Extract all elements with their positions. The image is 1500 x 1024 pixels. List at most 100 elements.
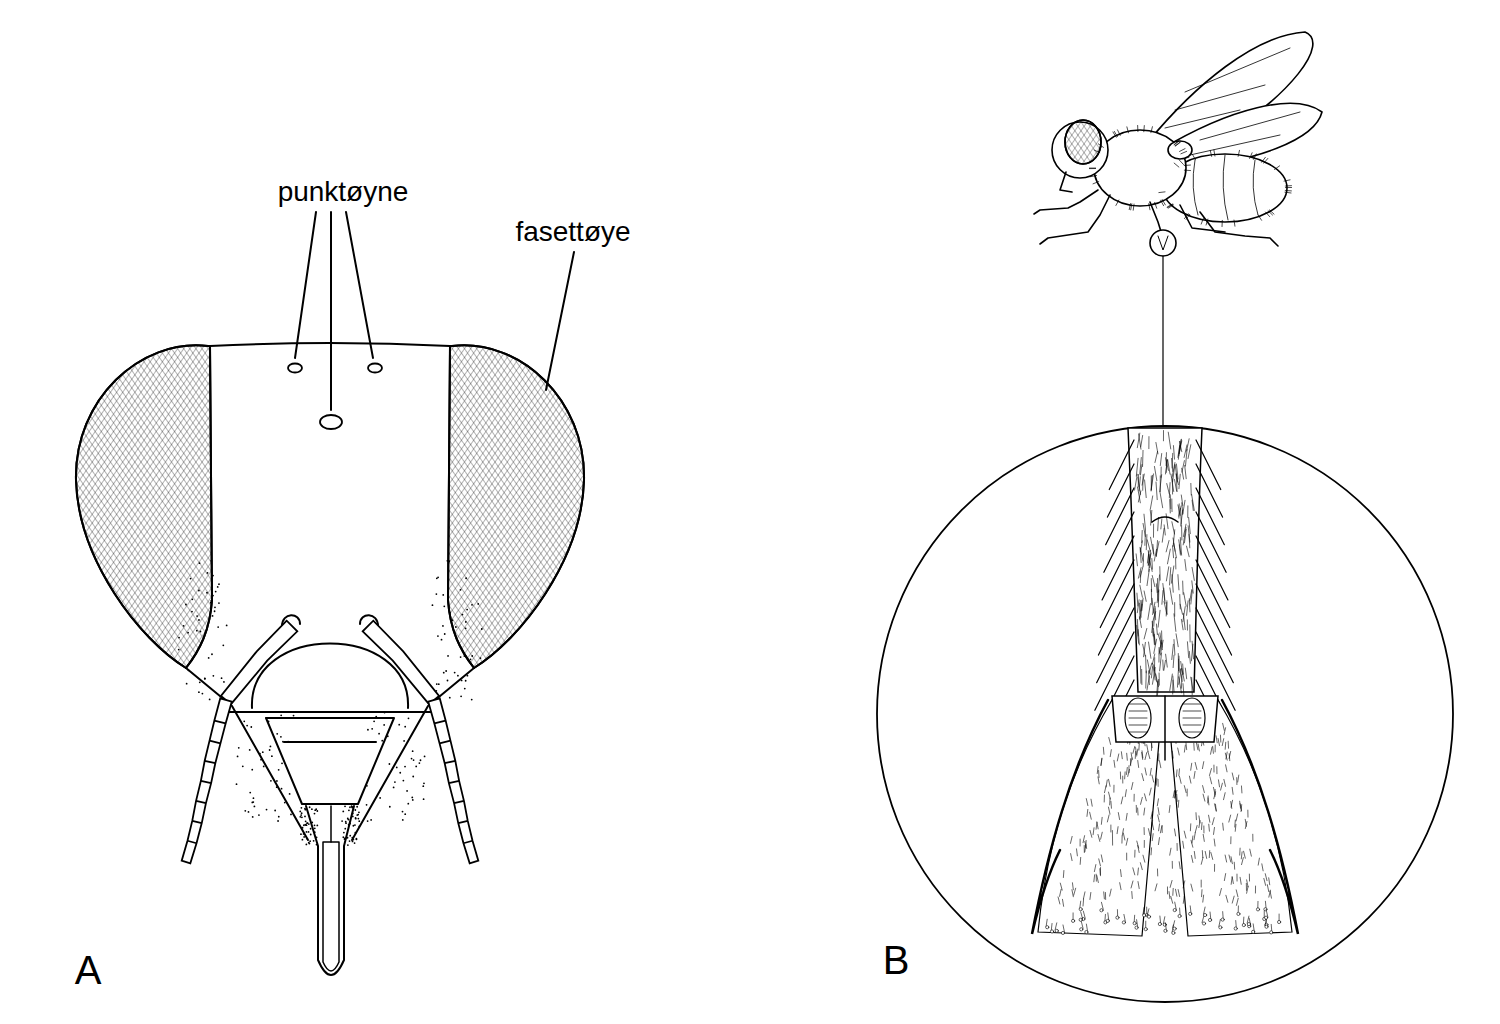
- fly-bristle: [1089, 168, 1096, 169]
- tenent-hair: [1122, 829, 1123, 836]
- antenna-segment: [428, 698, 478, 863]
- tenent-hair: [1137, 749, 1138, 756]
- fly-bristle: [1201, 218, 1204, 225]
- tenent-hair: [1224, 728, 1226, 735]
- panel-letter: A: [75, 950, 102, 990]
- tenent-hair-tip: [1172, 931, 1175, 934]
- tenent-hair: [1203, 786, 1205, 793]
- tenent-hair: [1271, 924, 1273, 931]
- tenent-hair: [1209, 769, 1211, 776]
- fly-bristle: [1094, 150, 1100, 153]
- tarsus-hair: [1153, 628, 1155, 644]
- tenent-hair: [1229, 855, 1231, 862]
- stipple-dot: [214, 606, 216, 608]
- stipple-dot: [270, 780, 272, 782]
- tenent-hair: [1072, 883, 1074, 890]
- tarsus-hair: [1173, 446, 1174, 460]
- tarsus-spine: [1106, 488, 1134, 545]
- tenent-hair: [1203, 826, 1204, 833]
- tenent-hair: [1143, 855, 1145, 862]
- stipple-dot: [418, 762, 420, 764]
- tenent-hair: [1262, 864, 1263, 871]
- stipple-dot: [202, 693, 204, 695]
- tenent-hair-tip: [1050, 930, 1053, 933]
- stipple-dot: [304, 816, 306, 818]
- tenent-hair: [1109, 779, 1111, 786]
- tenent-hair-tip: [1247, 922, 1250, 925]
- stipple-dot: [366, 785, 368, 787]
- stipple-dot: [411, 758, 413, 760]
- stipple-dot: [214, 610, 216, 612]
- tarsus-hair: [1173, 546, 1174, 558]
- tenent-hair-tip: [1242, 923, 1245, 926]
- tenent-hair: [1224, 793, 1226, 800]
- stipple-dot: [274, 810, 276, 812]
- antenna-ring: [458, 821, 468, 823]
- stipple-dot: [199, 681, 201, 683]
- stipple-dot: [281, 788, 283, 790]
- tenent-hair: [1110, 825, 1111, 832]
- stipple-dot: [357, 818, 359, 820]
- tenent-hair: [1194, 771, 1195, 778]
- tarsus-hair: [1171, 499, 1172, 512]
- stipple-dot: [477, 603, 479, 605]
- tarsus-hair: [1143, 554, 1144, 566]
- stipple-dot: [413, 759, 415, 761]
- illustration-line: [284, 741, 376, 743]
- stipple-dot: [303, 833, 305, 835]
- stipple-dot: [302, 839, 304, 841]
- tarsus-hair: [1173, 530, 1175, 547]
- stipple-dot: [305, 809, 307, 811]
- tarsus-hair: [1154, 665, 1157, 682]
- tarsus-hair: [1140, 617, 1142, 628]
- tarsus-hair: [1156, 674, 1159, 687]
- stipple-dot: [471, 699, 473, 701]
- tarsus-hair: [1173, 640, 1175, 655]
- tenent-hair-tip: [1270, 931, 1273, 934]
- stipple-dot: [187, 632, 189, 634]
- tarsus-hair: [1139, 434, 1141, 449]
- illustration-line: [1193, 155, 1258, 220]
- tarsus-hair: [1158, 575, 1159, 592]
- fly-bristle: [1285, 187, 1292, 188]
- tenent-hair: [1232, 896, 1234, 903]
- tenent-hair-tip: [1080, 928, 1083, 931]
- tenent-hair: [1190, 824, 1191, 831]
- antenna-ring: [434, 721, 445, 724]
- stipple-dot: [191, 611, 193, 613]
- tarsus-hair: [1154, 466, 1156, 480]
- stipple-dot: [341, 820, 343, 822]
- tenent-hair: [1112, 838, 1113, 845]
- antenna-ring: [440, 741, 451, 744]
- stipple-dot: [351, 837, 353, 839]
- tarsus-hair: [1141, 669, 1142, 684]
- tarsus-hair: [1183, 613, 1185, 629]
- stipple-dot: [407, 803, 409, 805]
- stipple: [178, 560, 483, 846]
- tenent-hair: [1070, 836, 1072, 843]
- pad-ridge: [1129, 732, 1147, 733]
- tarsus-hair: [1164, 660, 1166, 670]
- stipple-dot: [242, 765, 244, 767]
- stipple-dot: [348, 809, 350, 811]
- antenna-segment: [182, 698, 232, 863]
- tarsus-hair: [1178, 654, 1179, 671]
- stipple-dot: [198, 691, 200, 693]
- tarsus-spine: [1196, 536, 1228, 600]
- illustration-line: [448, 345, 584, 668]
- tenent-hair: [1120, 883, 1121, 890]
- tarsus-spine: [1196, 512, 1226, 572]
- stipple-dot: [343, 832, 345, 834]
- stipple-dot: [210, 602, 212, 604]
- tenent-hair: [1199, 821, 1200, 828]
- tenent-hair: [1096, 874, 1097, 881]
- tarsus-hair: [1174, 543, 1177, 558]
- stipple-dot: [204, 678, 206, 680]
- tenent-hair: [1134, 850, 1135, 857]
- tarsus-hair: [1175, 558, 1176, 569]
- tenent-hair: [1207, 796, 1209, 803]
- tarsus-hair: [1192, 494, 1195, 510]
- stipple-dot: [209, 699, 211, 701]
- antenna-ring: [187, 841, 196, 843]
- stipple-dot: [191, 598, 193, 600]
